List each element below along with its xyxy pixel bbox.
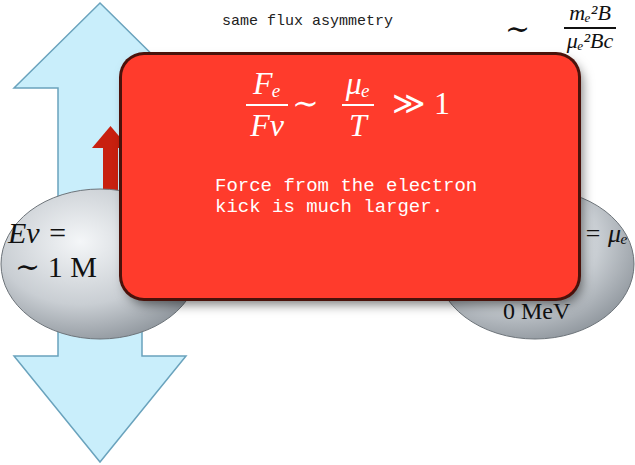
- formula-denominator: Fν: [250, 108, 284, 143]
- formula-denominator: T: [349, 108, 367, 143]
- energy-value: ∼ 1 M: [15, 250, 97, 283]
- fraction-bar: [246, 104, 288, 106]
- energy-label: Eν =: [8, 216, 67, 249]
- formula-symbol: ∼: [505, 12, 530, 45]
- formula-numerator: μₑ: [346, 66, 370, 101]
- formula-numerator: Fₑ: [253, 66, 281, 101]
- formula-denominator: μₑ²Bc: [567, 30, 614, 52]
- energy-label: = μₑ: [584, 220, 628, 249]
- callout-box: FₑFν∼ μₑT ≫ 1 Force from the electron kick …: [122, 55, 578, 298]
- fraction-bar: [564, 27, 617, 29]
- energy-value: 0 MeV: [503, 298, 570, 324]
- note-text: Force from the electron kick is much lar…: [215, 176, 515, 218]
- formula-numerator: mₑ²B: [569, 2, 611, 24]
- formula-symbol: ∼: [292, 86, 319, 121]
- formula-symbol: ≫ 1: [392, 86, 450, 121]
- slide-note: same flux asymmetry: [222, 14, 393, 31]
- fraction-bar: [342, 104, 374, 106]
